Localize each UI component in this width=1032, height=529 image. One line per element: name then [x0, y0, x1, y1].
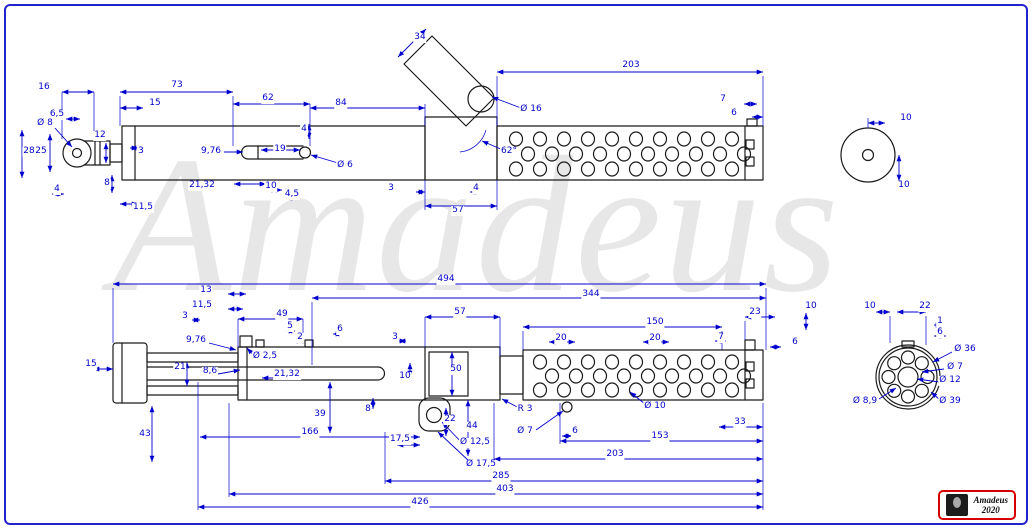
- amadeus-logo-icon: [946, 494, 969, 516]
- page-border: [4, 4, 1028, 525]
- receiver-bottom: [237, 335, 501, 401]
- receiver-tube: [121, 125, 426, 181]
- end-view-holes: [881, 350, 935, 404]
- end-view-top: [840, 127, 896, 183]
- dimension-lines: [19, 28, 953, 510]
- shroud-holes-bottom: [532, 354, 752, 398]
- eye-piece: [62, 138, 123, 168]
- butt-plate: [112, 342, 148, 404]
- shroud-holes-top: [508, 131, 752, 177]
- end-view-bottom: [875, 340, 941, 410]
- barrel-shroud-bottom: [499, 339, 764, 413]
- barrel-shroud-top: [496, 118, 764, 181]
- amadeus-logo-portrait: [953, 497, 962, 508]
- trigger-guard: [418, 397, 451, 432]
- bottom-view-outline: [112, 335, 941, 432]
- top-view-outline: [62, 35, 896, 183]
- stock-rods: [146, 352, 386, 396]
- amadeus-logo-text: Amadeus 2020: [973, 495, 1008, 516]
- amadeus-logo: Amadeus 2020: [938, 490, 1016, 520]
- amadeus-logo-year: 2020: [981, 505, 1000, 515]
- amadeus-logo-name: Amadeus: [973, 494, 1008, 505]
